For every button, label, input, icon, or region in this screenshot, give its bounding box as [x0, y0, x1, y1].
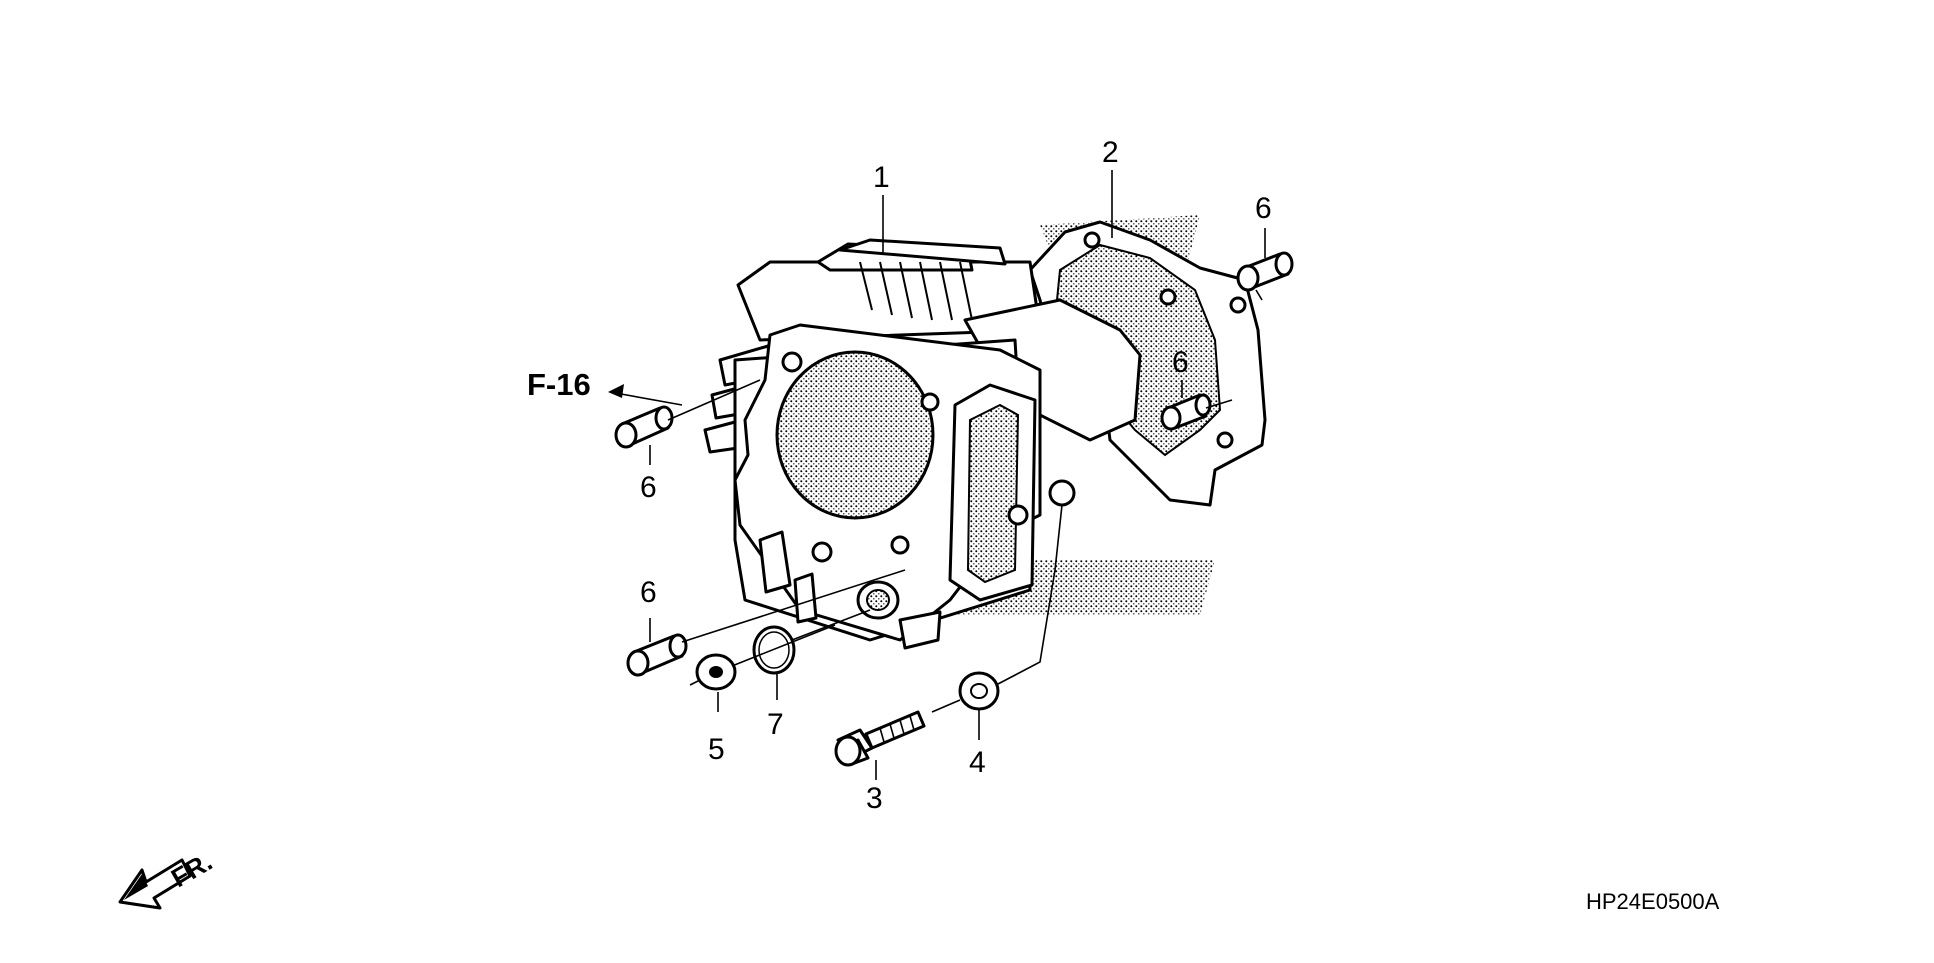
washer-4: [958, 671, 1000, 711]
callout-3: 3: [866, 782, 883, 815]
callout-6-left-lower: 6: [640, 576, 657, 609]
callout-4: 4: [969, 746, 986, 779]
o-ring-7: [752, 625, 796, 675]
dowel-pin-right-middle: [1160, 393, 1212, 431]
front-direction-indicator: FR.: [118, 846, 217, 910]
reference-label[interactable]: F-16: [527, 367, 591, 402]
washer-5: [695, 653, 737, 691]
flange-bolt-3: [834, 710, 926, 767]
callout-5: 5: [708, 733, 725, 766]
callout-6-right-middle: 6: [1172, 346, 1189, 379]
dowel-pin-left-lower: [626, 633, 688, 677]
callout-6-left-upper: 6: [640, 471, 657, 504]
front-arrow-icon: [118, 858, 192, 910]
diagram-code: HP24E0500A: [1586, 889, 1720, 914]
dowel-pin-right-upper: [1236, 251, 1294, 292]
dowel-pin-left-upper: [614, 405, 674, 449]
callout-1: 1: [873, 161, 890, 194]
callout-7: 7: [767, 708, 784, 741]
leader-lines: [609, 170, 1266, 780]
reference-arrow-icon: [608, 384, 624, 398]
callout-6-right-upper: 6: [1255, 192, 1272, 225]
cylinder-body: [703, 238, 1142, 650]
callout-2: 2: [1102, 136, 1119, 169]
